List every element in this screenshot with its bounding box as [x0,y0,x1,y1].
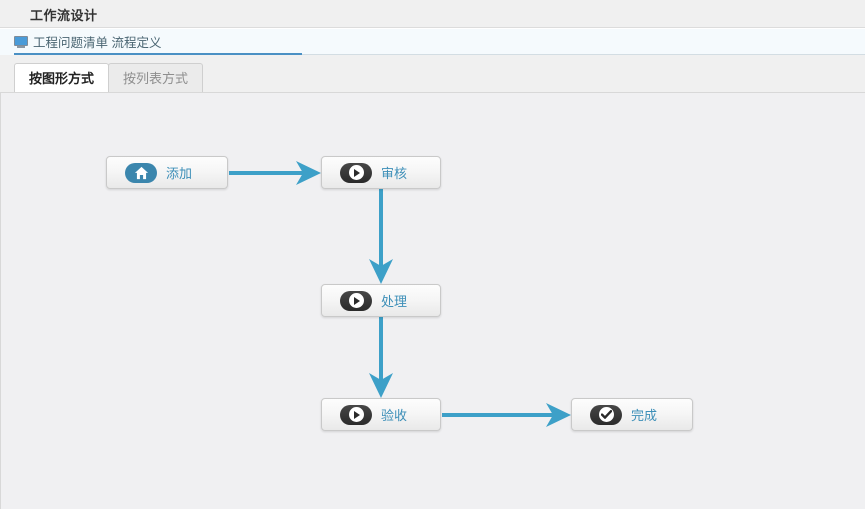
edge-add-to-review [229,161,321,185]
play-icon-triangle [354,168,360,177]
check-icon-disc [598,407,614,422]
workflow-canvas[interactable]: 添加 审核 处理 [0,92,865,509]
play-icon-triangle [354,410,360,419]
flow-node-add[interactable]: 添加 [106,156,228,189]
check-icon [590,404,622,425]
home-icon [125,162,157,183]
flow-node-accept[interactable]: 验收 [321,398,441,431]
breadcrumb[interactable]: 工程问题清单 流程定义 [14,32,161,51]
flow-node-handle[interactable]: 处理 [321,284,441,317]
play-icon-disc [348,293,364,308]
tabstrip: 按图形方式 按列表方式 [0,55,865,92]
tab-graphical-label: 按图形方式 [29,71,95,86]
flow-node-handle-label: 处理 [381,294,408,309]
monitor-icon [14,35,28,48]
monitor-icon-screen [14,35,28,46]
edge-accept-to-finish [442,403,571,427]
breadcrumb-divider [302,54,865,55]
breadcrumb-bar: 工程问题清单 流程定义 [0,29,865,55]
edge-review-to-handle [369,189,393,284]
tab-list[interactable]: 按列表方式 [108,63,204,92]
flow-node-review-label: 审核 [381,166,408,181]
tab-graphical[interactable]: 按图形方式 [14,63,110,92]
edge-handle-to-accept [369,317,393,398]
play-icon-triangle [354,296,360,305]
tab-list-label: 按列表方式 [123,71,189,86]
play-icon [340,290,372,311]
breadcrumb-label: 工程问题清单 流程定义 [33,36,162,50]
play-icon [340,404,372,425]
flow-node-finish[interactable]: 完成 [571,398,693,431]
flow-node-review[interactable]: 审核 [321,156,441,189]
window-titlebar: 工作流设计 [0,0,865,28]
play-icon-disc [348,407,364,422]
flow-node-accept-label: 验收 [381,408,408,423]
breadcrumb-active-underline [14,53,302,55]
play-icon-disc [348,165,364,180]
page-title: 工作流设计 [30,8,98,23]
workflow-edges [229,161,571,427]
flow-node-finish-label: 完成 [631,408,658,423]
flow-node-add-label: 添加 [166,166,193,181]
play-icon [340,162,372,183]
monitor-icon-base [17,45,25,48]
